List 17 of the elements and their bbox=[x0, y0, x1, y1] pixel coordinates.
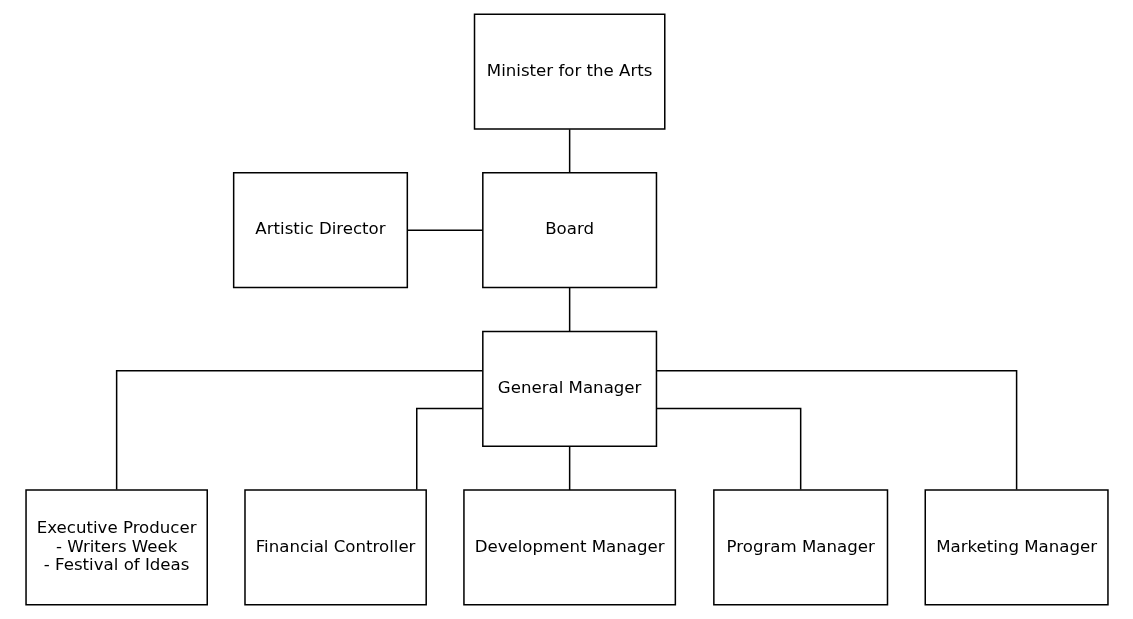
node-box: Executive Producer - Writers Week - Festival of Ideas bbox=[24, 489, 208, 606]
node-box: Development Manager bbox=[462, 489, 676, 606]
node-box: General Manager bbox=[481, 330, 657, 447]
node-box: Financial Controller bbox=[243, 489, 427, 606]
node-box: Board bbox=[481, 172, 657, 289]
node-box: Minister for the Arts bbox=[473, 13, 666, 130]
connector bbox=[568, 445, 570, 491]
connector bbox=[115, 369, 483, 491]
connector bbox=[655, 369, 1017, 491]
node-box: Program Manager bbox=[712, 489, 888, 606]
node-box: Marketing Manager bbox=[924, 489, 1109, 606]
node-box: Artistic Director bbox=[232, 172, 408, 289]
connector bbox=[415, 407, 483, 491]
connector bbox=[568, 287, 570, 333]
connector bbox=[406, 229, 483, 231]
connector bbox=[568, 128, 570, 174]
connector bbox=[655, 407, 801, 491]
